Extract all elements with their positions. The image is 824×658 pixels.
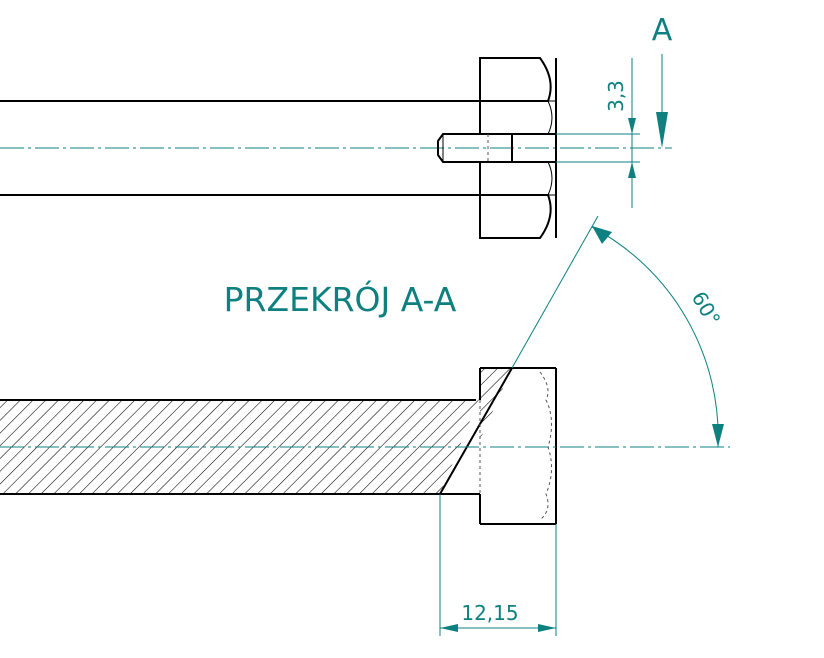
chamfer-cut	[439, 367, 513, 495]
section-arrow	[656, 54, 668, 148]
length-dimension-label: 12,15	[461, 601, 518, 625]
section-arrow-label: A	[652, 13, 673, 48]
pin	[437, 133, 513, 163]
top-view: 3,3 A	[0, 13, 673, 239]
angle-dimension-label: 60°	[687, 287, 726, 330]
angle-dimension	[511, 215, 724, 448]
hex-nut	[479, 57, 557, 239]
thickness-dimension	[556, 58, 640, 208]
hatched-head-corner	[480, 368, 512, 440]
length-dimension	[439, 494, 557, 636]
section-view: 60° 12,15	[0, 215, 730, 636]
hatched-shaft	[0, 392, 482, 495]
section-title: PRZEKRÓJ A-A	[224, 279, 457, 319]
thickness-dimension-label: 3,3	[604, 80, 628, 112]
